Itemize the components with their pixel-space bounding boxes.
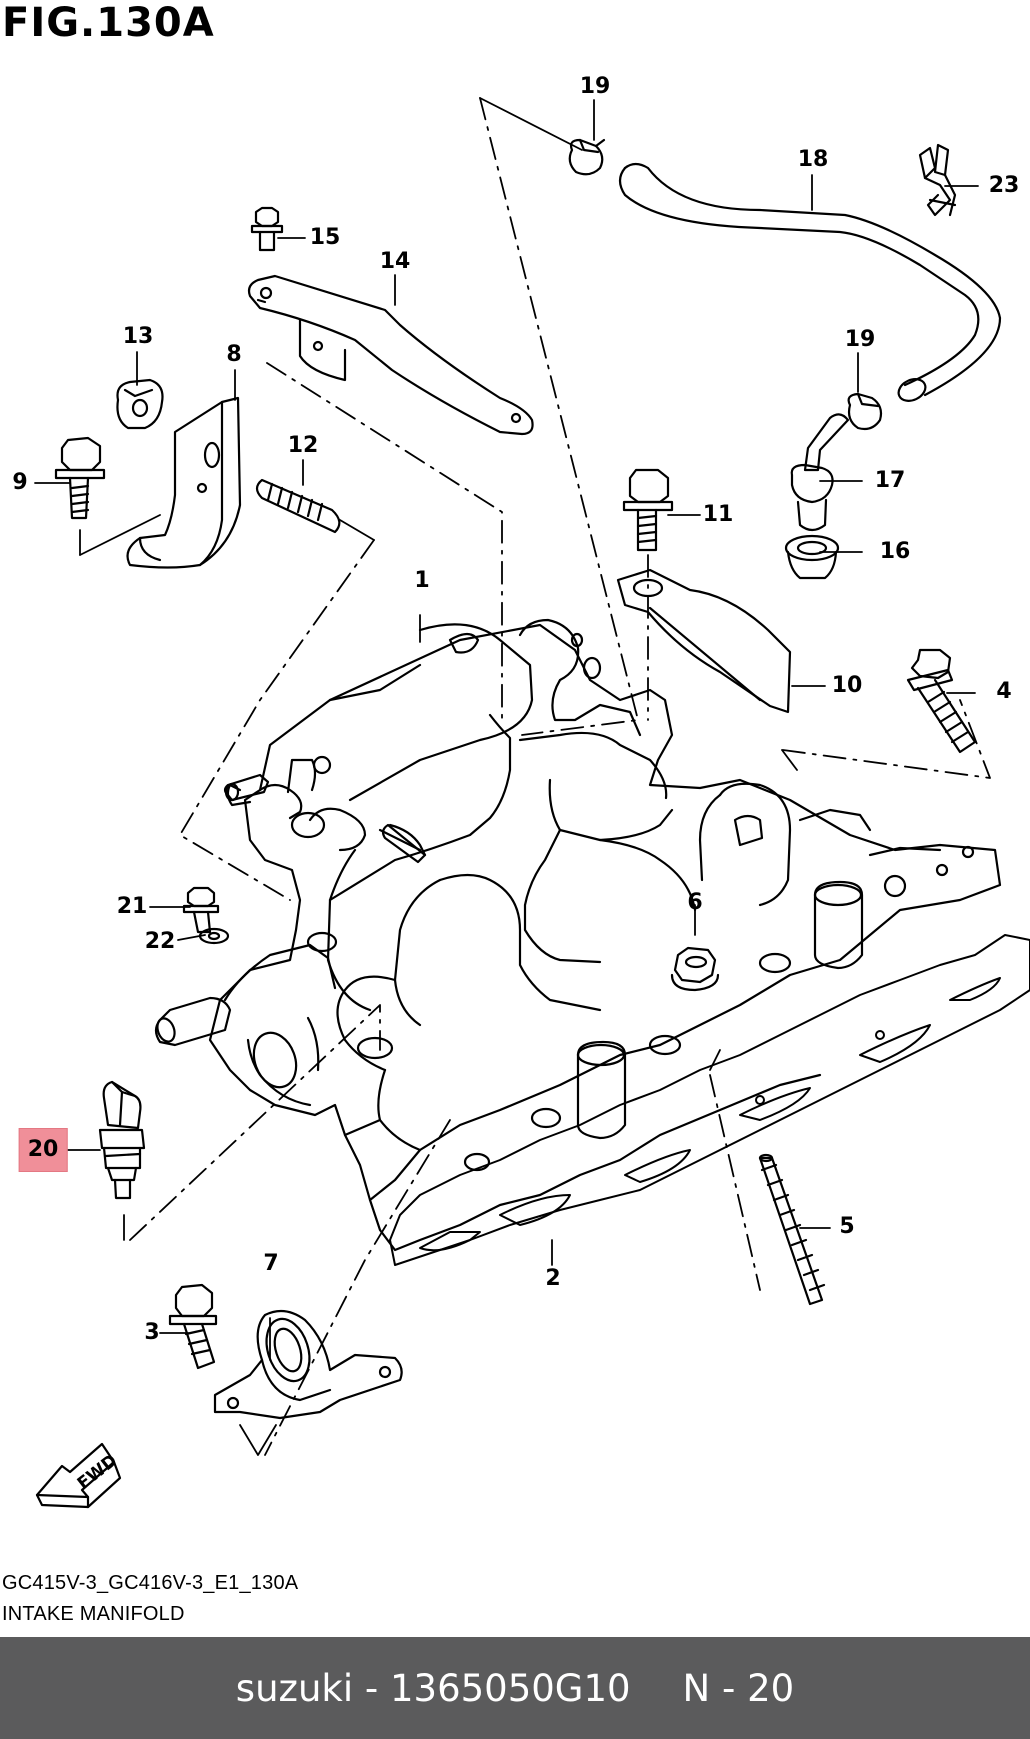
footer-bar: suzuki - 1365050G10 N - 20 [0, 1637, 1030, 1739]
grommet-16 [784, 534, 840, 580]
intake-manifold-1 [154, 618, 1002, 1252]
callout-12: 12 [287, 433, 319, 458]
callout-8: 8 [226, 342, 242, 367]
callout-22: 22 [144, 929, 176, 954]
stud-5 [758, 1153, 826, 1306]
callout-11: 11 [702, 502, 734, 527]
pcv-valve-17 [790, 413, 850, 532]
hose-clamp-19-lower [847, 392, 883, 431]
bolt-15 [250, 206, 284, 252]
callout-20-highlighted[interactable]: 20 [18, 1128, 68, 1172]
fwd-arrow [35, 1442, 122, 1509]
stud-12 [255, 478, 341, 534]
callout-2: 2 [545, 1266, 561, 1291]
callout-21: 21 [116, 894, 148, 919]
callout-23: 23 [988, 173, 1020, 198]
callout-5: 5 [839, 1214, 855, 1239]
callout-13: 13 [122, 324, 154, 349]
breather-hose-18 [618, 162, 1002, 402]
model-code: GC415V-3_GC416V-3_E1_130A [2, 1572, 299, 1594]
hose-clamp-19-upper [568, 138, 606, 176]
callout-10: 10 [831, 673, 863, 698]
footer-brand: suzuki [235, 1666, 354, 1710]
callout-6: 6 [687, 890, 703, 915]
bolt-11 [622, 468, 674, 552]
bracket-8 [126, 396, 242, 569]
callout-16: 16 [879, 539, 911, 564]
leader-lines [34, 99, 979, 1361]
exploded-parts-diagram: FWD [34, 97, 1030, 1509]
callout-1: 1 [414, 568, 430, 593]
bolt-4 [906, 648, 977, 754]
bolt-21 [182, 886, 220, 934]
bracket-7 [213, 1309, 403, 1420]
callout-14: 14 [379, 249, 411, 274]
figure-title: FIG.130A [2, 0, 215, 46]
footer-separator: - [364, 1666, 379, 1710]
callout-19-upper: 19 [579, 74, 611, 99]
footer-page-ref: N - 20 [682, 1666, 795, 1710]
callout-18: 18 [797, 147, 829, 172]
callout-7: 7 [263, 1251, 279, 1276]
washer-22 [198, 927, 230, 945]
callout-19-lower: 19 [844, 327, 876, 352]
callout-3: 3 [144, 1320, 160, 1345]
callout-4: 4 [996, 679, 1012, 704]
footer-part-number: 1365050G10 [390, 1666, 631, 1710]
bracket-14 [247, 274, 534, 436]
section-name: INTAKE MANIFOLD [2, 1603, 185, 1625]
flange-nut-6 [670, 946, 720, 992]
bolt-3 [168, 1283, 218, 1370]
hose-clip-23 [918, 143, 957, 217]
intake-gasket-2 [389, 934, 1030, 1266]
bracket-10 [616, 568, 792, 714]
bolt-9 [54, 436, 106, 520]
callout-9: 9 [12, 470, 28, 495]
callout-17: 17 [874, 468, 906, 493]
flange-nut-13 [116, 378, 164, 430]
assembly-guide-lines [79, 97, 991, 1456]
temperature-sensor-20 [98, 1080, 146, 1200]
callout-15: 15 [309, 225, 341, 250]
